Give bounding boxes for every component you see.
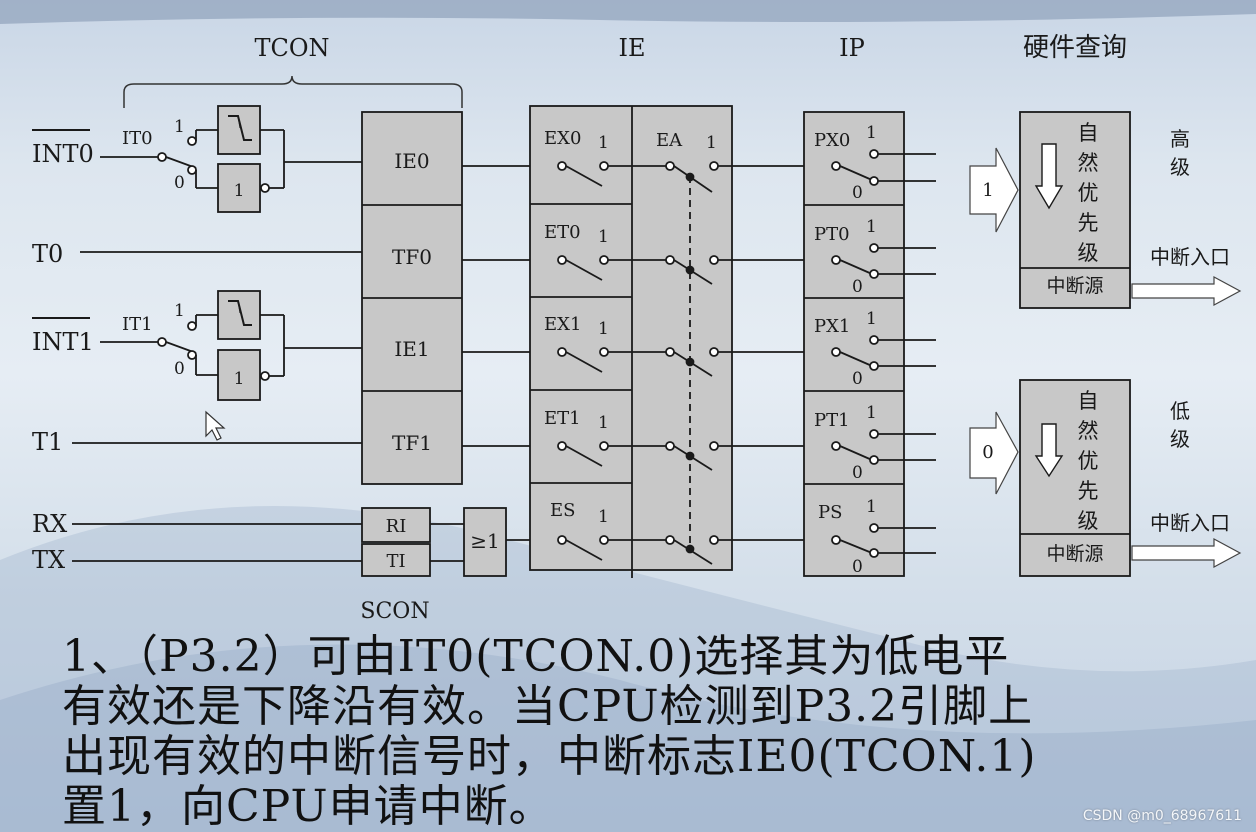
ie-bit-es: ES <box>550 500 575 521</box>
caption-line-4: 置1，向CPU申请中断。 <box>62 781 554 832</box>
it1-one: 1 <box>174 301 185 321</box>
high-arrow-value: 1 <box>982 180 993 201</box>
ie-bit-ex1: EX1 <box>544 314 581 335</box>
tcon-brace <box>123 75 463 108</box>
high-priority-block <box>1019 111 1131 309</box>
it0-gate-one: 1 <box>234 181 245 201</box>
ip-one-4: 1 <box>866 497 877 517</box>
high-entry-label: 中断入口 <box>1150 245 1230 269</box>
it0-zero: 0 <box>174 173 185 193</box>
ip-zero-3: 0 <box>852 463 863 483</box>
ip-bit-pt0: PT0 <box>814 224 850 245</box>
it1-gate-one: 1 <box>234 369 245 389</box>
ip-one-2: 1 <box>866 309 877 329</box>
tcon-flag-block <box>361 111 463 485</box>
ip-header: IP <box>839 34 865 62</box>
low-arrow-value: 0 <box>982 442 993 463</box>
int0-label: INT0 <box>32 140 94 168</box>
ip-switch-labels: 1 0 1 0 1 0 1 0 1 0 <box>852 123 877 577</box>
caption-line-2: 有效还是下降沿有效。当CPU检测到P3.2引脚上 <box>62 681 1034 732</box>
t0-label: T0 <box>32 240 63 268</box>
input-labels: INT0 T0 INT1 T1 RX TX <box>32 129 94 574</box>
scon-block <box>72 507 530 577</box>
ie-one-0: 1 <box>598 133 609 153</box>
ie-header: IE <box>619 34 646 62</box>
low-entry-label: 中断入口 <box>1150 511 1230 535</box>
ea-one: 1 <box>706 133 717 153</box>
it0-one: 1 <box>174 117 185 137</box>
ie-one-1: 1 <box>598 227 609 247</box>
flag-tf1: TF1 <box>392 431 432 455</box>
low-down-arrow-icon <box>1034 423 1064 478</box>
high-down-arrow-icon <box>1034 143 1064 210</box>
it0-label: IT0 <box>122 128 153 149</box>
ie-bit-et1: ET1 <box>544 408 581 429</box>
ie-switches <box>557 161 872 565</box>
flag-tf0: TF0 <box>392 245 432 269</box>
flag-ri: RI <box>386 516 407 537</box>
int1-label: INT1 <box>32 328 94 356</box>
watermark: CSDN @m0_68967611 <box>1082 808 1242 824</box>
ip-zero-1: 0 <box>852 277 863 297</box>
ip-bit-pt1: PT1 <box>814 410 850 431</box>
scon-label: SCON <box>360 599 429 624</box>
ip-bit-px0: PX0 <box>814 130 850 151</box>
high-natural-priority-vertical: 自然优先级 <box>1078 121 1099 265</box>
ea-label: EA <box>656 130 683 151</box>
low-level-label: 低级 <box>1170 399 1190 451</box>
high-priority-input-arrow <box>969 147 1019 233</box>
ie-one-4: 1 <box>598 507 609 527</box>
t1-label: T1 <box>32 428 63 456</box>
ip-zero-2: 0 <box>852 369 863 389</box>
ie-one-2: 1 <box>598 319 609 339</box>
low-interrupt-source: 中断源 <box>1046 543 1103 565</box>
it0-selector <box>100 105 362 213</box>
ip-block <box>803 111 905 577</box>
rx-label: RX <box>32 510 67 538</box>
tx-label: TX <box>32 546 65 574</box>
ip-bit-ps: PS <box>818 502 842 523</box>
it1-label: IT1 <box>122 314 153 335</box>
ip-one-1: 1 <box>866 217 877 237</box>
high-entry-arrow <box>1131 275 1242 307</box>
flag-ti: TI <box>386 551 405 572</box>
caption-line-3: 出现有效的中断信号时，中断标志IE0(TCON.1) <box>62 731 1037 782</box>
flag-ie0: IE0 <box>394 149 429 173</box>
ie-one-3: 1 <box>598 413 609 433</box>
hardware-query-header: 硬件查询 <box>1023 33 1127 63</box>
tcon-header: TCON <box>254 34 329 62</box>
ie-bit-ex0: EX0 <box>544 128 581 149</box>
flag-ie1: IE1 <box>394 337 429 361</box>
or-gate-label: ≥1 <box>470 529 499 553</box>
caption-line-1: 1、（P3.2）可由IT0(TCON.0)选择其为低电平 <box>62 631 1010 682</box>
low-natural-priority-vertical: 自然优先级 <box>1078 389 1099 533</box>
caption-text: 1、（P3.2）可由IT0(TCON.0)选择其为低电平 有效还是下降沿有效。当… <box>62 632 1142 832</box>
mouse-cursor-icon <box>205 410 226 441</box>
ip-switches <box>831 149 936 558</box>
low-priority-block <box>1019 379 1131 577</box>
high-interrupt-source: 中断源 <box>1046 275 1103 297</box>
ie-switch-one-labels: 1 1 1 1 1 1 <box>598 133 717 527</box>
ip-zero-0: 0 <box>852 183 863 203</box>
low-priority-input-arrow <box>969 411 1019 495</box>
it1-selector <box>100 290 362 401</box>
ip-one-0: 1 <box>866 123 877 143</box>
ie-bit-et0: ET0 <box>544 222 581 243</box>
it1-zero: 0 <box>174 359 185 379</box>
ip-zero-4: 0 <box>852 557 863 577</box>
high-level-label: 高级 <box>1170 127 1190 179</box>
ip-bit-px1: PX1 <box>814 316 850 337</box>
low-entry-arrow <box>1131 537 1242 569</box>
ip-one-3: 1 <box>866 403 877 423</box>
